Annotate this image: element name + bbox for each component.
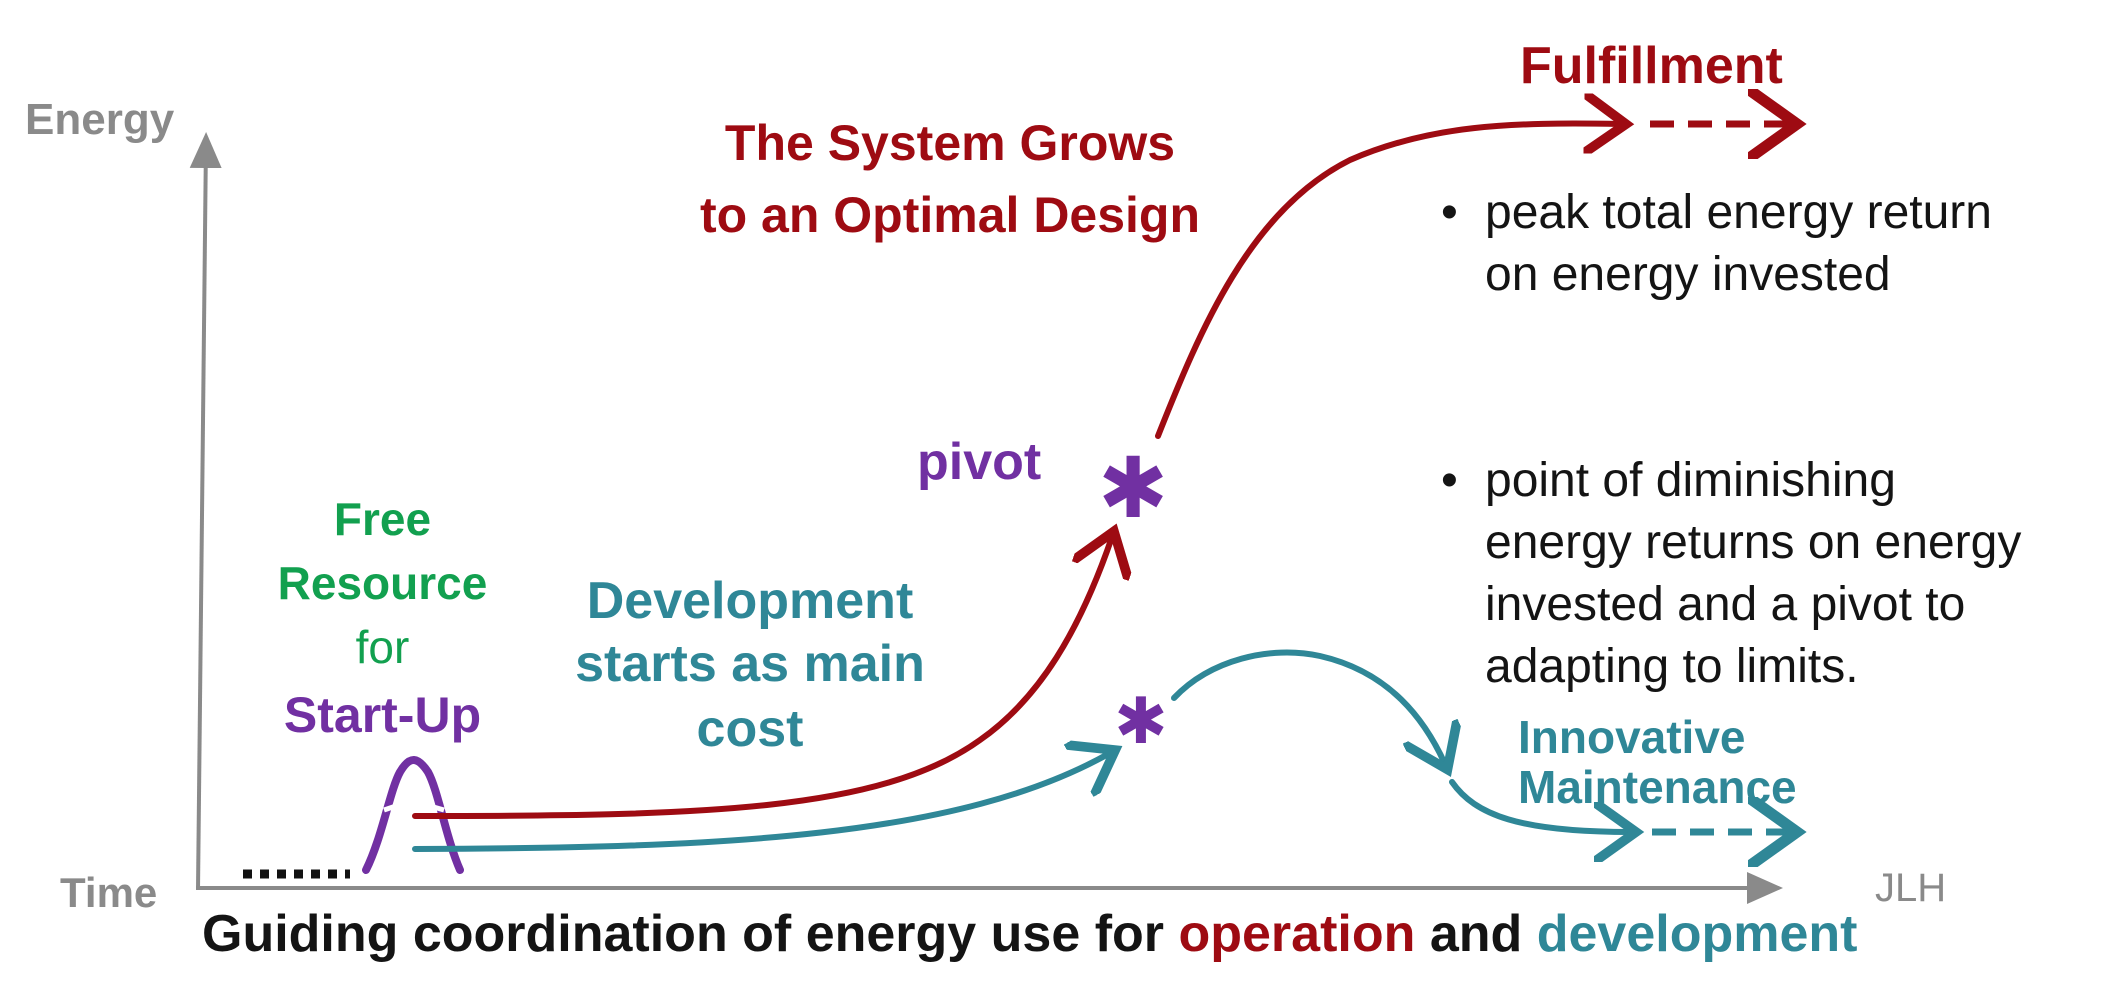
development-curve-arc xyxy=(1171,649,1445,764)
free-resource-line-1: Free xyxy=(333,493,432,545)
credit-label: JLH xyxy=(1875,866,1947,910)
bullet-dot: • xyxy=(1441,186,1458,239)
bullet-diminishing-line-4: adapting to limits. xyxy=(1485,640,1859,693)
title-line-2: to an Optimal Design xyxy=(699,187,1201,243)
bullet-dot: • xyxy=(1441,454,1458,507)
x-axis-label: Time xyxy=(60,869,158,916)
start-up-bump xyxy=(362,756,464,874)
development-line-3: cost xyxy=(696,700,804,758)
development-curve-tail xyxy=(1449,779,1630,832)
free-resource-line-2: Resource xyxy=(277,557,488,609)
pivot-star-upper: ✱ xyxy=(1098,439,1169,537)
operation-curve-lower xyxy=(412,537,1112,819)
title-line-1: The System Grows xyxy=(724,115,1176,171)
bullet-diminishing-line-1: point of diminishing xyxy=(1485,454,1896,507)
y-axis xyxy=(189,132,222,891)
bullet-diminishing-returns: • point of diminishing energy returns on… xyxy=(1441,450,2022,698)
bullet-diminishing-line-3: invested and a pivot to xyxy=(1485,578,1966,631)
fulfillment-label: Fulfillment xyxy=(1520,37,1783,95)
free-resource-line-3: for xyxy=(355,621,410,673)
development-line-2: starts as main xyxy=(575,635,925,693)
caption-operation: operation xyxy=(1178,905,1416,963)
development-line-1: Development xyxy=(586,572,914,630)
operation-curve-upper xyxy=(1155,124,1620,439)
development-curve-lower xyxy=(412,753,1110,852)
bullet-peak-line-1: peak total energy return xyxy=(1485,186,1992,239)
bullet-diminishing-line-2: energy returns on energy xyxy=(1485,516,2022,569)
innovative-line-1: Innovative xyxy=(1518,711,1746,763)
bullet-peak-line-2: on energy invested xyxy=(1485,248,1891,301)
caption-part-2: and xyxy=(1429,905,1523,963)
caption-development: development xyxy=(1536,905,1858,963)
y-axis-label: Energy xyxy=(25,95,175,144)
free-resource-line-4: Start-Up xyxy=(283,687,482,743)
caption-part-1: Guiding coordination of energy use for xyxy=(202,905,1165,963)
innovative-line-2: Maintenance xyxy=(1518,761,1797,813)
bump-gap-left xyxy=(383,803,397,813)
pivot-label: pivot xyxy=(917,433,1042,491)
pivot-star-lower: ✱ xyxy=(1114,685,1168,759)
bump-gap-right xyxy=(429,803,445,813)
bullet-peak-return: • peak total energy return on energy inv… xyxy=(1441,182,1992,306)
caption: Guiding coordination of energy use for o… xyxy=(202,908,1857,960)
